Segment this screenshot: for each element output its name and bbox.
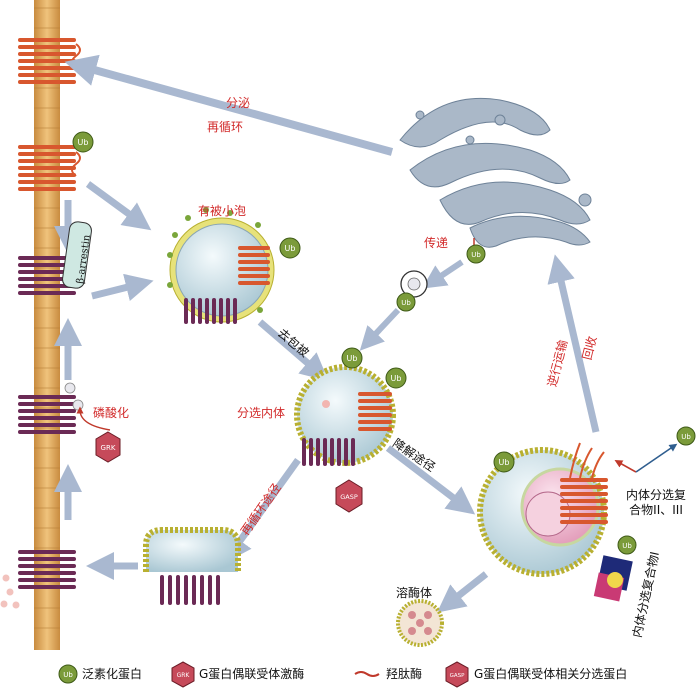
ub-label: Ub [391,374,402,383]
phosphorylation-group [64,382,111,431]
sorting-endosome: Ub Ub [294,347,407,466]
transfer-arrow-2 [359,307,401,351]
ub-label: Ub [401,299,411,307]
legend-grk-text: G蛋白偶联受体激酶 [199,667,305,681]
legend-gasp-text: G蛋白偶联受体相关分选蛋白 [474,667,628,681]
gasp-label: GASP [340,493,358,501]
grk-label: GRK [177,672,191,679]
grk-label: GRK [101,444,116,452]
uncoat-arrow [257,319,329,382]
legend-peptidase-text: 羟肽酶 [386,667,423,681]
membrane-receptor-ub [18,145,81,191]
transport-vesicle: Ub [396,270,428,312]
recycling-path-arrow [223,457,301,564]
legend-ub-text: 泛素化蛋白 [82,667,143,681]
secrete-recycle-arrow [64,54,394,156]
label-recycle: 再循环 [207,120,244,134]
ub-label: Ub [78,138,89,147]
ub-label: Ub [471,251,481,259]
label-lysosome: 溶酶体 [396,586,433,600]
membrane-receptor-top [18,38,81,84]
label-transfer: 传递 [424,236,449,250]
coated-vesicle: Ub [167,207,301,324]
membrane-receptor-arrestin [18,256,76,295]
escrt-i-complex: Ub [593,535,637,602]
label-phosphorylation: 磷酸化 [93,406,130,420]
membrane-receptor-bottom [18,550,76,589]
gasp-badge: GASP [335,479,363,513]
ub-membrane: Ub [72,131,94,153]
lysosome [396,599,444,647]
label-secrete: 分泌 [226,96,251,110]
gasp-label: GASP [450,673,466,679]
ub-label: Ub [499,458,510,467]
recycling-vesicle [143,527,241,605]
ub-label: Ub [681,433,691,441]
degradation-arrow [385,445,476,515]
endocytosis-arrows [85,181,154,301]
ub-label: Ub [622,542,632,550]
ligand-dots [0,574,20,609]
grk-badge: GRK [95,431,121,463]
ub-label: Ub [285,244,296,253]
label-escrt-ii-iii: 内体分选复 合物II、III [626,488,687,517]
ub-golgi: Ub [466,238,486,264]
lysosome-arrow [437,571,489,613]
ub-label: Ub [63,671,73,679]
ub-label: Ub [347,354,358,363]
transfer-arrow-1 [422,259,464,289]
retrieval-arrow [547,254,600,433]
legend-icons: Ub GRK GASP [58,661,469,688]
multivesicular-body: Ub [477,442,608,577]
membrane-receptor-phospho [18,395,76,434]
golgi-apparatus [399,97,592,248]
label-sorting-endosome: 分选内体 [237,406,286,420]
escrt-arrows: Ub [614,426,696,473]
label-coated-vesicle: 有被小泡 [198,204,247,218]
